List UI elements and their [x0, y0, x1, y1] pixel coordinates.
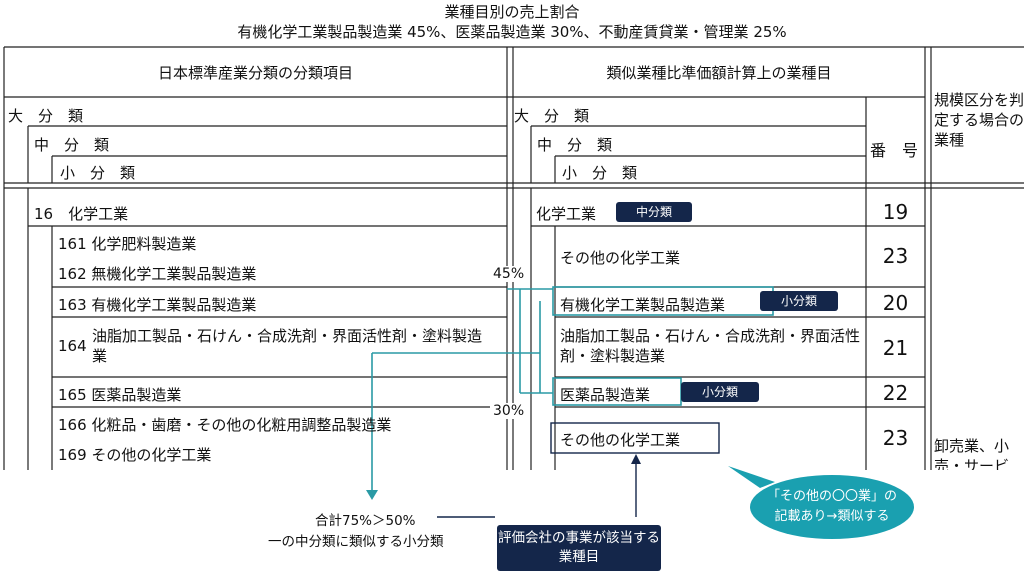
number-19: 19 — [882, 200, 909, 224]
header-left: 日本標準産業分類の分類項目 — [157, 64, 353, 82]
left-minor-label: 小 分 類 — [60, 164, 136, 182]
row-163: 163 有機化学工業製品製造業 — [58, 296, 257, 314]
number-23-a: 23 — [882, 244, 909, 268]
row-162: 162 無機化学工業製品製造業 — [58, 265, 257, 283]
row-164-text: 油脂加工製品・石けん・合成洗剤・界面活性剤・塗料製造業 — [92, 327, 483, 365]
pct-45-label: 45% — [490, 266, 528, 282]
right-pharma: 医薬品製造業 — [560, 386, 651, 404]
bubble-text: 「その他の〇〇業」の記載あり→類似する — [766, 489, 897, 524]
number-21: 21 — [882, 336, 909, 360]
row-166: 166 化粧品・歯磨・その他の化粧用調整品製造業 — [58, 416, 392, 434]
title-line-2: 有機化学工業製品製造業 45%、医薬品製造業 30%、不動産賃貸業・管理業 25… — [237, 23, 787, 41]
number-20: 20 — [882, 291, 909, 315]
number-22: 22 — [882, 381, 909, 405]
header-number: 番 号 — [870, 141, 919, 160]
right-oils: 油脂加工製品・石けん・合成洗剤・界面活性剤・塗料製造業 — [560, 327, 861, 365]
right-organic: 有機化学工業製品製造業 — [560, 296, 726, 314]
row-161: 161 化学肥料製造業 — [58, 235, 197, 253]
right-other-2: その他の化学工業 — [560, 431, 681, 449]
right-major-label: 大 分 類 — [514, 107, 590, 125]
number-23-b: 23 — [882, 426, 909, 450]
company-business-box: 評価会社の事業が該当する業種目 — [497, 525, 661, 571]
other-category-bubble: 「その他の〇〇業」の記載あり→類似する — [750, 475, 914, 539]
left-middle-label: 中 分 類 — [34, 136, 110, 154]
right-minor-label: 小 分 類 — [562, 164, 638, 182]
row-165: 165 医薬品製造業 — [58, 386, 182, 404]
title-line-1: 業種目別の売上割合 — [444, 3, 580, 21]
scale-value: 卸売業、小売・サービ — [934, 437, 1010, 470]
right-other-1: その他の化学工業 — [560, 249, 681, 267]
left-major-label: 大 分 類 — [8, 107, 84, 125]
badge-minor-category-1: 小分類 — [760, 291, 838, 311]
right-middle-label: 中 分 類 — [537, 136, 613, 154]
sum-note: 一の中分類に類似する小分類 — [268, 534, 444, 550]
header-scale: 規模区分を判定する場合の業種 — [934, 91, 1024, 149]
pct-30-label: 30% — [490, 403, 528, 419]
sum-label: 合計75%＞50% — [315, 513, 416, 529]
row-16: 16 化学工業 — [34, 205, 129, 223]
right-chem: 化学工業 — [536, 205, 597, 223]
row-164-code: 164 — [58, 337, 87, 355]
header-right: 類似業種比準価額計算上の業種目 — [606, 64, 832, 82]
badge-minor-category-2: 小分類 — [681, 382, 759, 402]
badge-middle-category: 中分類 — [616, 202, 692, 222]
row-169: 169 その他の化学工業 — [58, 446, 212, 464]
